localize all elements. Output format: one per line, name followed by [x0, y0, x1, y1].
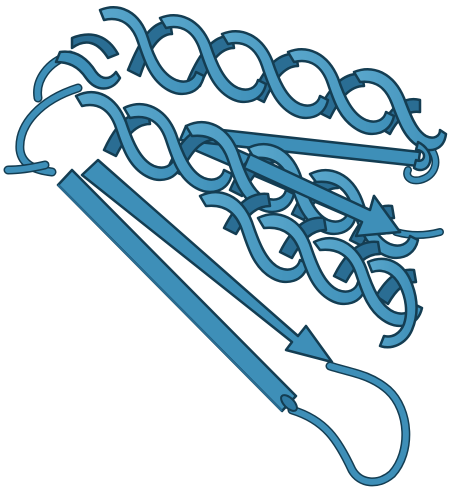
left-loop: [20, 55, 78, 172]
bottom-loop-fill: [292, 366, 406, 482]
